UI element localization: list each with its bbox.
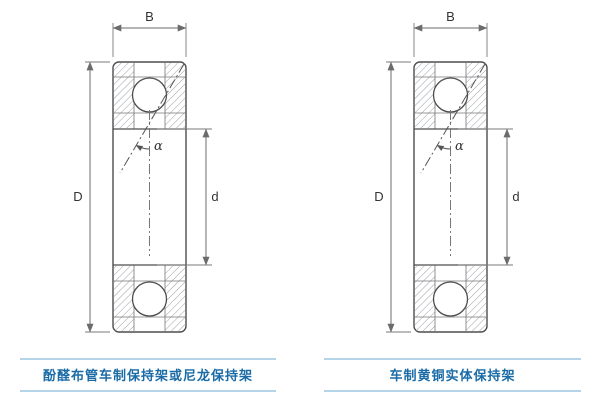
dim-label-bore-right: d [512, 189, 519, 204]
dim-label-outer-diameter-left: D [73, 189, 82, 204]
caption-left: 酚醛布管车制保持架或尼龙保持架 [20, 358, 276, 392]
bearing-drawings: B D d α B D d α [73, 9, 520, 352]
dim-label-width-left: B [145, 9, 154, 24]
dim-label-width-right: B [446, 9, 455, 24]
caption-right: 车制黄铜实体保持架 [324, 358, 581, 392]
bearing-diagram-left [85, 23, 212, 332]
bearing-diagram-right [386, 23, 513, 332]
dim-label-bore-left: d [211, 189, 218, 204]
dim-label-outer-diameter-right: D [374, 189, 383, 204]
angle-label-right: α [455, 139, 464, 154]
angle-label-left: α [154, 139, 163, 154]
